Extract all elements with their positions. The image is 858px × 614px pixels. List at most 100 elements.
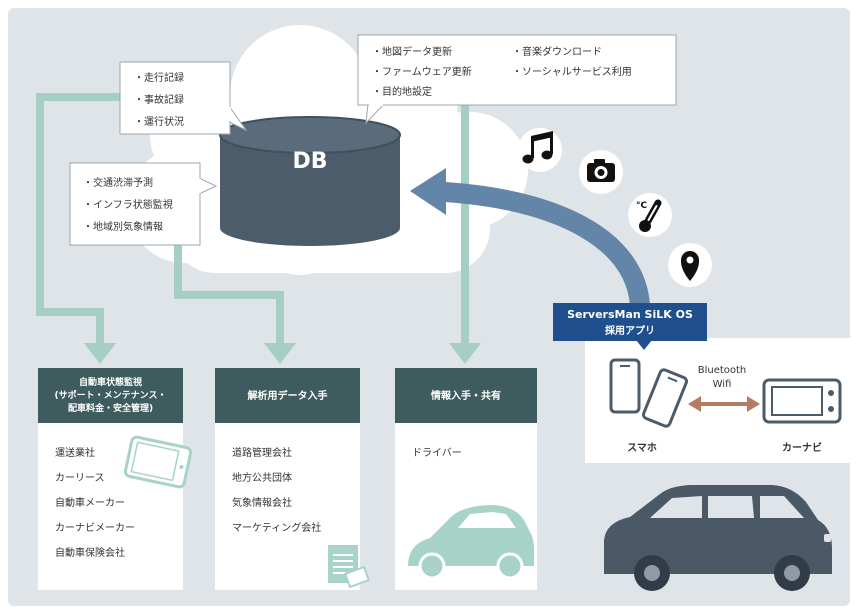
callout-item: ・地図データ更新 bbox=[372, 45, 452, 58]
flow-line-analysis-data bbox=[174, 240, 284, 346]
callout-item: ・目的地設定 bbox=[372, 85, 432, 98]
database-label: DB bbox=[292, 149, 327, 174]
callout-box bbox=[357, 34, 677, 106]
database-bottom bbox=[220, 210, 400, 246]
car-window bbox=[458, 512, 516, 528]
arrowhead-analysis-data bbox=[264, 343, 296, 364]
pin-shape bbox=[681, 251, 699, 281]
devices: Bluetooth Wifi スマホ カーナビ bbox=[609, 358, 842, 454]
box-information-sharing: 情報入手・共有 ドライバー bbox=[395, 368, 537, 590]
callout-tail-mask bbox=[198, 179, 201, 193]
arrowhead-vehicle-monitoring bbox=[84, 343, 116, 364]
data-flow-arrows bbox=[36, 93, 481, 364]
smartphone-speaker bbox=[667, 376, 678, 383]
app-label-box bbox=[553, 303, 707, 341]
music-head bbox=[522, 154, 534, 164]
tablet-button bbox=[179, 464, 184, 469]
app-label-subtitle: 採用アプリ bbox=[605, 324, 655, 337]
flow-line-vehicle-monitoring bbox=[36, 93, 124, 346]
callout-services: ・地図データ更新 ・ファームウェア更新 ・目的地設定 ・音楽ダウンロード ・ソー… bbox=[357, 34, 677, 125]
smartphone-back bbox=[641, 368, 689, 428]
double-arrow-icon bbox=[688, 396, 760, 412]
smartphone-front bbox=[609, 358, 641, 414]
car-headlight bbox=[824, 534, 831, 542]
thermometer-mercury bbox=[647, 205, 658, 221]
callout-box bbox=[119, 61, 231, 135]
list-item: 道路管理会社 bbox=[232, 446, 292, 459]
car-navigation-label: カーナビ bbox=[782, 441, 822, 454]
car-navigation-knob bbox=[828, 390, 834, 396]
thermometer-icon: °C bbox=[628, 193, 672, 237]
music-note-icon bbox=[518, 128, 562, 172]
double-arrow-left-head bbox=[688, 396, 701, 412]
car-wheel-rim bbox=[784, 565, 800, 581]
callout-item: ・運行状況 bbox=[134, 115, 184, 128]
app-label: ServersMan SiLK OS 採用アプリ bbox=[553, 303, 707, 350]
document-card bbox=[343, 565, 371, 589]
database-cylinder: DB bbox=[219, 116, 401, 246]
list-item: 自動車メーカー bbox=[55, 496, 125, 509]
smartphone-tilted bbox=[641, 368, 689, 428]
list-item: 地方公共団体 bbox=[232, 471, 292, 484]
list-item: 運送業社 bbox=[55, 446, 95, 459]
car-icon bbox=[604, 485, 832, 591]
list-item: マーケティング会社 bbox=[232, 521, 321, 534]
tablet-screen bbox=[130, 441, 180, 482]
callout-tail-mask bbox=[228, 107, 231, 121]
upload-arrowhead bbox=[410, 168, 446, 215]
box-header bbox=[38, 368, 183, 423]
callout-item: ・交通渋滞予測 bbox=[83, 176, 153, 189]
box-header-title: 情報入手・共有 bbox=[431, 389, 501, 402]
smartphone-label: スマホ bbox=[627, 442, 657, 454]
box-analysis-data: 解析用データ入手 道路管理会社 地方公共団体 気象情報会社 マーケティング会社 bbox=[215, 368, 371, 590]
box-header-title: 解析用データ入手 bbox=[248, 389, 328, 402]
location-pin-icon bbox=[668, 243, 712, 287]
car-window-front bbox=[760, 496, 804, 518]
camera-lens bbox=[597, 169, 605, 176]
document-card-shape bbox=[343, 565, 371, 589]
car-wheel-rim bbox=[644, 565, 660, 581]
callout-box bbox=[69, 162, 201, 246]
music-beam bbox=[531, 131, 553, 142]
callout-analysis: ・交通渋滞予測 ・インフラ状態監視 ・地域別気象情報 bbox=[69, 162, 218, 246]
connection-label-bluetooth: Bluetooth bbox=[698, 365, 747, 376]
box-header-title: 自動車状態監視 bbox=[79, 376, 142, 388]
box-header-subtitle: (サポート・メンテナンス・ bbox=[55, 389, 167, 401]
upload-arrow-body bbox=[444, 182, 650, 307]
thermometer-bulb bbox=[639, 220, 651, 232]
box-header bbox=[395, 368, 537, 423]
car-wheel bbox=[418, 552, 446, 580]
callout-item: ・走行記録 bbox=[134, 71, 184, 84]
car-window-rear bbox=[650, 496, 702, 518]
thermometer-unit: °C bbox=[636, 201, 648, 211]
connection-label-wifi: Wifi bbox=[713, 379, 732, 390]
document-icon bbox=[328, 545, 371, 589]
database-top bbox=[219, 116, 401, 154]
callout-item: ・音楽ダウンロード bbox=[512, 45, 602, 58]
list-item: 気象情報会社 bbox=[232, 496, 292, 509]
list-item: カーナビメーカー bbox=[55, 522, 135, 534]
arrowhead-information-sharing bbox=[449, 343, 481, 364]
upload-arrow bbox=[410, 168, 650, 307]
callout-item: ・地域別気象情報 bbox=[83, 220, 163, 233]
callout-item: ・事故記録 bbox=[134, 93, 184, 106]
list-item: カーリース bbox=[55, 472, 105, 484]
car-icon bbox=[408, 505, 535, 580]
pin-hole bbox=[686, 256, 694, 264]
callout-item: ・ソーシャルサービス利用 bbox=[512, 66, 632, 78]
car-navigation-icon bbox=[762, 378, 842, 424]
list-item: 自動車保険会社 bbox=[55, 546, 125, 559]
callout-travel-records: ・走行記録 ・事故記録 ・運行状況 bbox=[119, 61, 248, 135]
camera-icon bbox=[579, 150, 623, 194]
callout-item: ・ファームウェア更新 bbox=[372, 65, 472, 78]
car-navigation-screen bbox=[771, 386, 823, 416]
double-arrow-right-head bbox=[747, 396, 760, 412]
smartphone-icon bbox=[609, 358, 689, 428]
box-header-subtitle: 配車料金・安全管理) bbox=[68, 402, 153, 414]
app-label-title: ServersMan SiLK OS bbox=[567, 308, 693, 321]
car-navigation-knob bbox=[828, 406, 834, 412]
music-head bbox=[541, 150, 553, 160]
callout-tail-mask bbox=[369, 103, 383, 106]
list-item: ドライバー bbox=[412, 447, 462, 459]
